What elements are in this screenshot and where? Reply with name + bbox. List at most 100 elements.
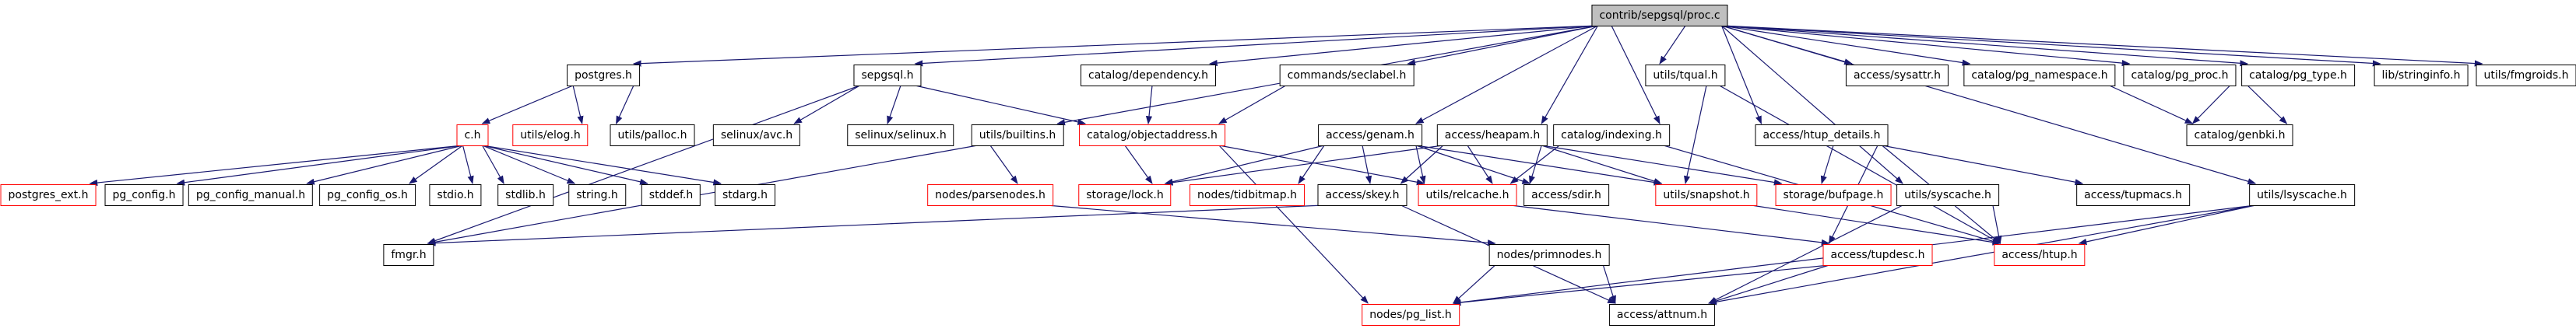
graph-node-bufpage-h[interactable]: storage/bufpage.h: [1775, 184, 1892, 206]
include-edge: [409, 145, 463, 184]
include-edge: [1751, 204, 2001, 246]
include-edge: [1721, 25, 2131, 67]
graph-node-sdir-h[interactable]: access/sdir.h: [1523, 184, 1609, 206]
include-edge: [1721, 25, 1971, 66]
graph-node-relcache-h[interactable]: utils/relcache.h: [1418, 184, 1517, 206]
graph-node-builtins-h[interactable]: utils/builtins.h: [971, 124, 1064, 146]
graph-node-stdarg-h: stdarg.h: [715, 184, 775, 206]
graph-node-string-h: string.h: [568, 184, 626, 206]
include-edge: [1708, 264, 1829, 304]
include-edge: [1467, 145, 1493, 184]
include-edge: [1415, 145, 1531, 184]
include-edge: [2078, 204, 2256, 245]
include-edge: [176, 145, 463, 186]
graph-node-fmgr-h[interactable]: fmgr.h: [383, 244, 434, 266]
graph-node-postgres-h[interactable]: postgres.h: [567, 65, 640, 86]
include-edge: [1720, 25, 1762, 125]
graph-node-fmgroids-h[interactable]: utils/fmgroids.h: [2476, 65, 2576, 86]
graph-node-proc-c: contrib/sepgsql/proc.c: [1591, 5, 1728, 26]
graph-node-snapshot-h[interactable]: utils/snapshot.h: [1655, 184, 1758, 206]
graph-node-tqual-h[interactable]: utils/tqual.h: [1645, 65, 1726, 86]
include-edge: [1362, 145, 1372, 185]
include-edge: [482, 145, 722, 186]
include-edge: [1164, 145, 1443, 186]
include-edge: [1541, 25, 1598, 124]
include-edge: [915, 85, 1087, 125]
include-edge: [572, 85, 584, 125]
include-edge: [1721, 25, 2249, 67]
graph-node-lsyscache-h[interactable]: utils/lsyscache.h: [2249, 184, 2355, 206]
include-edge: [1145, 85, 1153, 125]
graph-node-selinux-h: selinux/selinux.h: [847, 124, 954, 146]
graph-node-lock-h[interactable]: storage/lock.h: [1078, 184, 1172, 206]
include-edge: [1298, 145, 1325, 184]
graph-node-pg-type-h[interactable]: catalog/pg_type.h: [2241, 65, 2355, 86]
graph-node-skey-h[interactable]: access/skey.h: [1317, 184, 1407, 206]
include-edge: [1164, 145, 1325, 185]
include-edge: [1721, 25, 1903, 184]
graph-node-stdlib-h: stdlib.h: [497, 184, 554, 206]
include-edge: [1541, 145, 1783, 186]
graph-node-objectaddress-h[interactable]: catalog/objectaddress.h: [1079, 124, 1225, 146]
graph-node-heapam-h[interactable]: access/heapam.h: [1436, 124, 1548, 146]
graph-node-primnodes-h[interactable]: nodes/primnodes.h: [1488, 244, 1610, 266]
include-edge: [1820, 145, 1834, 185]
graph-node-sepgsql-h[interactable]: sepgsql.h: [853, 65, 922, 86]
include-edge: [1721, 25, 2257, 185]
graph-node-pg-list-h[interactable]: nodes/pg_list.h: [1362, 304, 1460, 326]
graph-node-indexing-h[interactable]: catalog/indexing.h: [1553, 124, 1670, 146]
include-edge: [427, 85, 860, 244]
graph-node-c-h[interactable]: c.h: [456, 124, 489, 146]
graph-node-stddef-h: stddef.h: [641, 184, 701, 206]
include-edge: [1452, 264, 1829, 306]
include-edge: [1684, 85, 1707, 185]
graph-node-htup-details-h[interactable]: access/htup_details.h: [1755, 124, 1889, 146]
include-edge: [1400, 145, 1444, 184]
graph-node-tupmacs-h[interactable]: access/tupmacs.h: [2076, 184, 2190, 206]
include-edge: [1415, 25, 1598, 124]
include-edge: [989, 145, 1018, 184]
include-edge: [793, 85, 860, 124]
include-edge: [306, 145, 463, 185]
graph-node-dependency-h[interactable]: catalog/dependency.h: [1081, 65, 1216, 86]
graph-node-stringinfo-h[interactable]: lib/stringinfo.h: [2374, 65, 2469, 86]
include-edge: [481, 145, 504, 184]
graph-node-pg-config-h[interactable]: pg_config.h: [104, 184, 184, 206]
include-edge: [2191, 85, 2230, 124]
include-edge: [481, 85, 574, 124]
graph-node-htup-h[interactable]: access/htup.h: [1994, 244, 2086, 266]
graph-node-sysattr-h[interactable]: access/sysattr.h: [1845, 65, 1949, 86]
graph-node-tupdesc-h[interactable]: access/tupdesc.h: [1822, 244, 1933, 266]
include-edge: [1611, 25, 1661, 124]
graph-node-seclabel-h[interactable]: commands/seclabel.h: [1279, 65, 1415, 86]
graph-node-pg-config-os-h[interactable]: pg_config_os.h: [319, 184, 416, 206]
graph-node-elog-h[interactable]: utils/elog.h: [512, 124, 589, 146]
include-edge: [2247, 85, 2288, 124]
include-edge: [1218, 145, 1369, 304]
graph-node-palloc-h[interactable]: utils/palloc.h: [610, 124, 695, 146]
include-edge: [427, 204, 1324, 246]
include-edge: [1708, 204, 2256, 306]
include-edge: [1721, 25, 2483, 67]
graph-node-avc-h: selinux/avc.h: [712, 124, 801, 146]
graph-node-pg-proc-h[interactable]: catalog/pg_proc.h: [2123, 65, 2237, 86]
include-edge: [887, 85, 901, 125]
graph-node-tidbitmap-h[interactable]: nodes/tidbitmap.h: [1190, 184, 1305, 206]
graph-node-syscache-h[interactable]: utils/syscache.h: [1896, 184, 1999, 206]
graph-node-parsenodes-h[interactable]: nodes/parsenodes.h: [927, 184, 1053, 206]
graph-node-genbki-h[interactable]: catalog/genbki.h: [2186, 124, 2293, 146]
graph-node-stdio-h: stdio.h: [429, 184, 482, 206]
include-edge: [1659, 25, 1686, 65]
graph-node-genam-h[interactable]: access/genam.h: [1318, 124, 1422, 146]
graph-node-pg-config-manual-h[interactable]: pg_config_manual.h: [188, 184, 314, 206]
graph-node-attnum-h[interactable]: access/attnum.h: [1608, 304, 1716, 326]
include-edge: [914, 25, 1598, 67]
graph-node-postgres-ext-h[interactable]: postgres_ext.h: [0, 184, 97, 206]
include-edge: [1602, 264, 1616, 305]
include-edge: [1719, 85, 2001, 244]
include-edge: [1124, 145, 1153, 184]
graph-node-pg-namespace-h[interactable]: catalog/pg_namespace.h: [1963, 65, 2116, 86]
include-edge: [482, 145, 576, 184]
include-edge: [1218, 85, 1286, 124]
